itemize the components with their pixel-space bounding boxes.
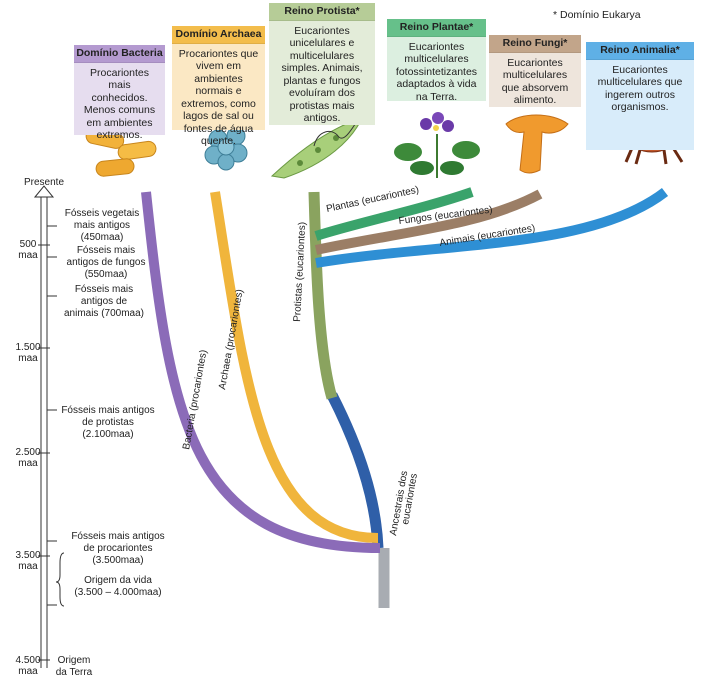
plantae-branch	[314, 187, 474, 241]
bacteria-branch	[141, 191, 381, 553]
protistas-label: Protistas (eucariontes)	[292, 222, 308, 322]
group-text-fungi: Eucariontes multicelulares que absorvem …	[501, 56, 569, 107]
protista-illustration	[270, 117, 363, 179]
group-card-animalia: Reino Animalia* Eucariontes multicelular…	[586, 42, 694, 150]
fungi-branch	[314, 189, 543, 255]
group-card-protista: Reino Protista* Eucariontes unicelulares…	[269, 3, 375, 125]
timeline-present: Presente	[23, 177, 65, 188]
timeline-axis	[33, 185, 55, 668]
group-text-bacteria: Procariontes mais conhecidos. Menos comu…	[83, 66, 156, 142]
group-text-plantae: Eucariontes multicelulares fotossintetiz…	[395, 40, 478, 103]
group-card-archaea: Domínio Archaea Procariontes que vivem e…	[172, 26, 265, 147]
timeline-tick-marks	[38, 244, 50, 661]
group-title-fungi: Reino Fungi*	[489, 35, 581, 53]
archaea-branch	[210, 191, 379, 543]
group-title-plantae: Reino Plantae*	[387, 19, 486, 37]
plantae-illustration	[394, 112, 480, 178]
archaea-illustration	[204, 126, 248, 171]
group-title-archaea: Domínio Archaea	[172, 26, 265, 44]
group-card-bacteria: Domínio Bacteria Procariontes mais conhe…	[74, 45, 165, 141]
group-title-protista: Reino Protista*	[269, 3, 375, 21]
event-origin-of-life: Origem da vida(3.500 – 4.000maa)	[74, 575, 162, 598]
animalia-branch	[315, 188, 669, 268]
event-markers	[47, 225, 65, 607]
group-title-bacteria: Domínio Bacteria	[74, 45, 165, 63]
protista-branch	[308, 191, 338, 400]
branches	[141, 187, 669, 608]
group-card-fungi: Reino Fungi* Eucariontes multicelulares …	[489, 35, 581, 107]
ancestral-branch	[327, 392, 384, 549]
fungi-illustration	[505, 114, 569, 174]
group-card-plantae: Reino Plantae* Eucariontes multicelulare…	[387, 19, 486, 103]
group-title-animalia: Reino Animalia*	[586, 42, 694, 60]
group-text-archaea: Procariontes que vivem em ambientes norm…	[178, 47, 259, 148]
group-text-animalia: Eucariontes multicelulares que ingerem o…	[597, 63, 683, 114]
group-text-protista: Eucariontes unicelulares e multicelulare…	[281, 24, 363, 125]
eukarya-note: * Domínio Eukarya	[553, 9, 641, 21]
